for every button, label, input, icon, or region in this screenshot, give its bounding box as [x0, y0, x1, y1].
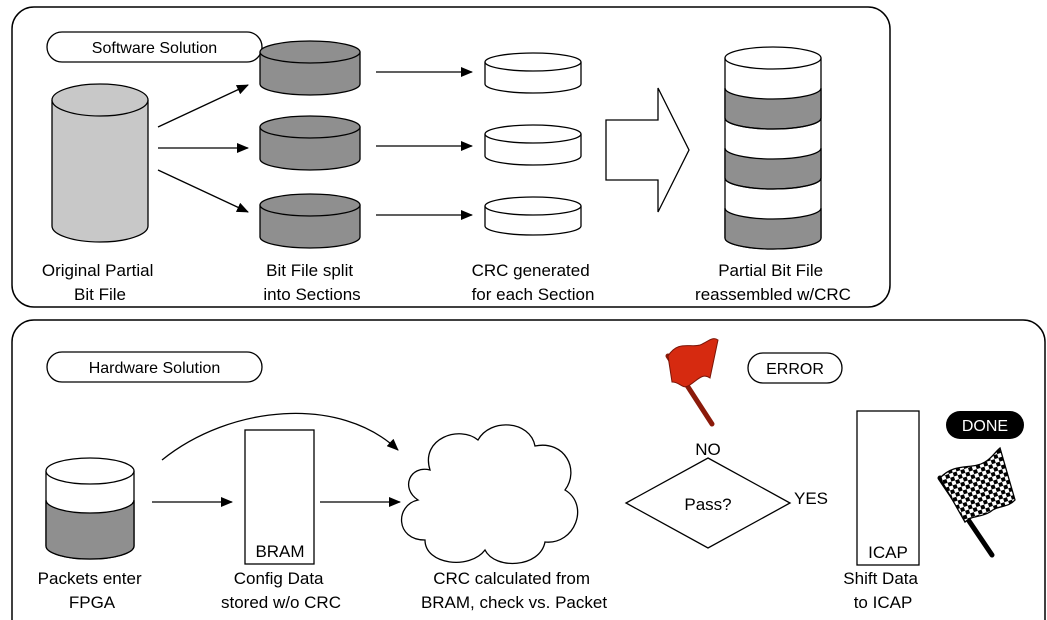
checkered-flag-icon	[937, 446, 1016, 558]
done-badge-text: DONE	[962, 418, 1008, 435]
original-bitfile-label: Original Partial Bit File	[42, 261, 158, 304]
packets-label: Packets enter FPGA	[38, 569, 147, 612]
crc-cylinder-2	[484, 124, 582, 166]
original-bitfile-cylinder	[51, 83, 149, 243]
crc-calculated-label: CRC calculated from BRAM, check vs. Pack…	[421, 569, 607, 612]
config-label: Config Data stored w/o CRC	[221, 569, 341, 612]
error-badge-text: ERROR	[766, 361, 824, 378]
crc-cylinder-3	[484, 196, 582, 236]
shift-label: Shift Data to ICAP	[843, 569, 922, 612]
reassembled-label: Partial Bit File reassembled w/CRC	[695, 261, 851, 304]
no-label: NO	[695, 440, 721, 459]
software-badge-text: Software Solution	[92, 40, 217, 57]
crc-generated-label: CRC generated for each Section	[472, 261, 595, 304]
crc-cloud	[400, 424, 579, 564]
packets-cylinder	[45, 457, 135, 560]
section-cylinder-3	[259, 193, 361, 249]
reassemble-big-arrow	[605, 87, 690, 213]
hardware-badge: Hardware Solution	[46, 351, 263, 383]
split-label: Bit File split into Sections	[263, 261, 360, 304]
software-panel	[11, 6, 891, 308]
error-flag-icon	[665, 338, 719, 427]
section-cylinder-2	[259, 115, 361, 171]
software-badge: Software Solution	[46, 31, 263, 63]
decision-text: Pass?	[684, 495, 731, 514]
bram-text: BRAM	[255, 542, 304, 561]
arrow-split-top	[157, 84, 249, 128]
reassembled-cylinder	[724, 46, 822, 250]
arrow-split-bot	[157, 169, 249, 213]
icap-block	[856, 410, 920, 566]
section-cylinder-1	[259, 40, 361, 96]
icap-text: ICAP	[868, 543, 908, 562]
pass-decision-diamond	[624, 457, 792, 549]
yes-label: YES	[794, 489, 828, 508]
bram-block	[244, 429, 315, 565]
done-badge: DONE	[946, 411, 1024, 439]
error-badge: ERROR	[747, 352, 843, 384]
arrow-packets-crc-curve	[161, 412, 399, 461]
hardware-badge-text: Hardware Solution	[89, 360, 221, 377]
crc-cylinder-1	[484, 52, 582, 94]
